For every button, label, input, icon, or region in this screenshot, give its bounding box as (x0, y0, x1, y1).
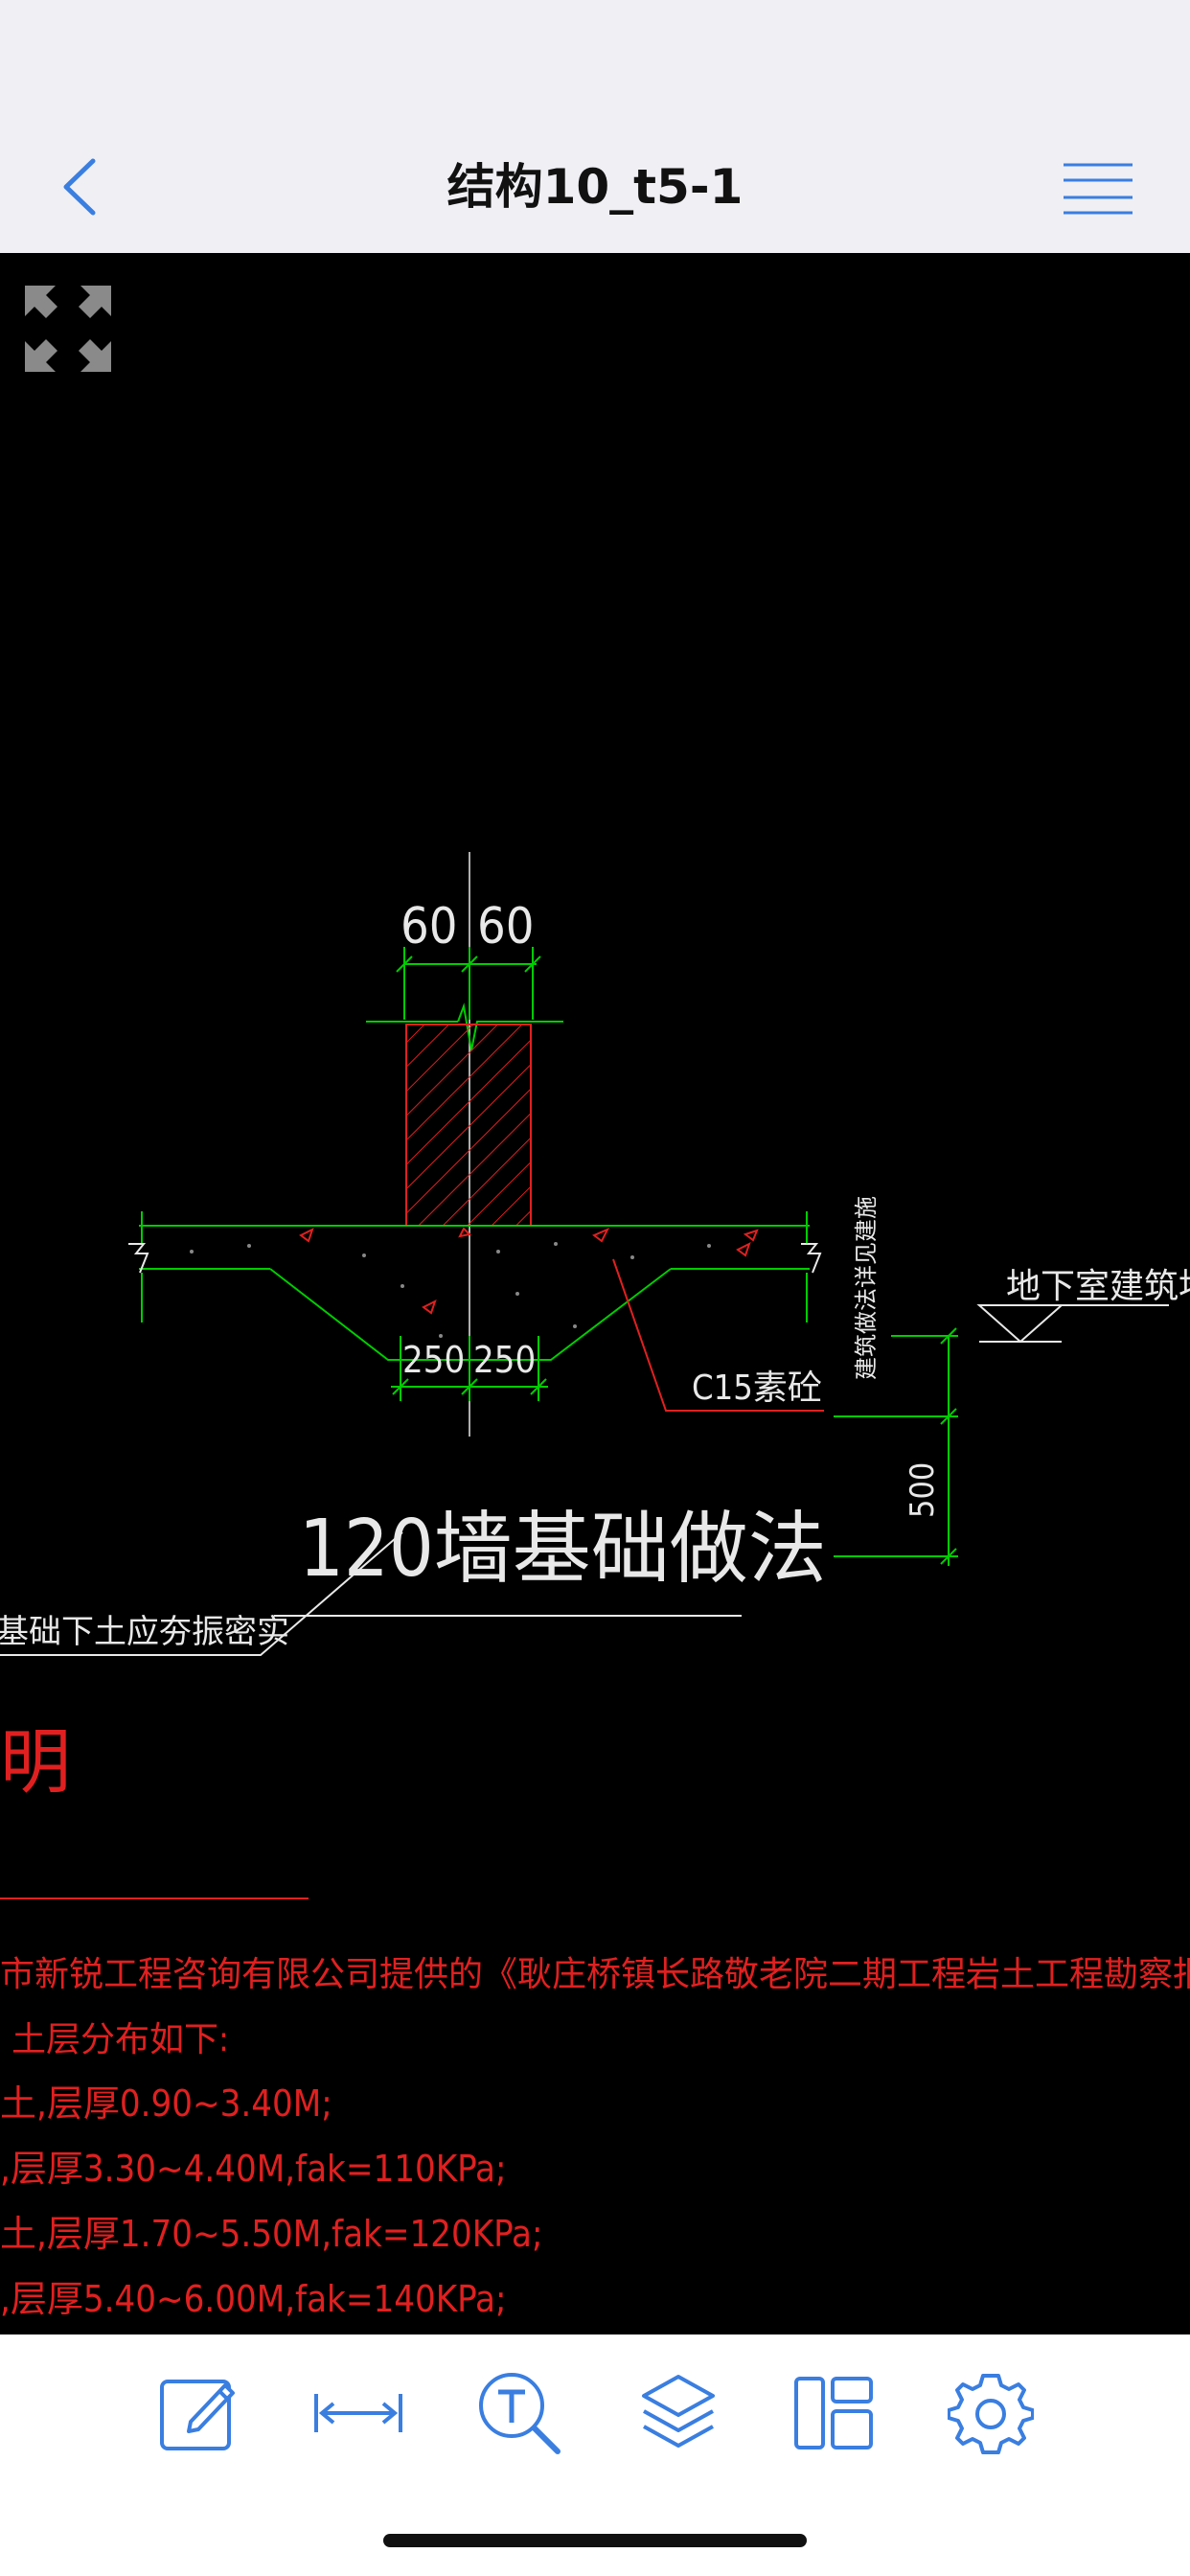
fullscreen-button[interactable] (21, 282, 115, 376)
chevron-left-icon (63, 158, 96, 216)
bottom-toolbar (0, 2334, 1190, 2576)
settings-gear-icon (948, 2374, 1034, 2454)
dim-text-height: 500 (904, 1462, 942, 1518)
notes-line-6: ,层厚5.40~6.00M,fak=140KPa; (0, 2278, 507, 2320)
notes-heading: 明 (0, 1721, 71, 1804)
layers-icon (642, 2375, 715, 2448)
back-button[interactable] (56, 153, 103, 220)
elevation-triangle (976, 1304, 1064, 1344)
text-search-icon (479, 2373, 561, 2454)
notes-line-2: 土层分布如下: (11, 2020, 229, 2059)
brick-wall-hatch (405, 1024, 532, 1227)
layout-icon (794, 2377, 873, 2450)
pencil-edit-icon (160, 2380, 235, 2450)
home-indicator (383, 2534, 807, 2547)
notes-line-4: ,层厚3.30~4.40M,fak=110KPa; (0, 2148, 507, 2190)
concrete-leader (612, 1258, 824, 1412)
measure-button[interactable] (312, 2367, 404, 2459)
cad-drawing: 60 60 (0, 852, 1190, 2320)
drawing-canvas[interactable]: 60 60 (0, 253, 1190, 2334)
measure-icon (314, 2394, 402, 2432)
label-soil: 基础下土应夯振密实 (0, 1613, 289, 1651)
layout-button[interactable] (788, 2367, 880, 2459)
hamburger-menu-icon (1064, 163, 1133, 215)
label-concrete: C15素砼 (692, 1368, 822, 1408)
text-search-button[interactable] (473, 2367, 565, 2459)
settings-button[interactable] (945, 2367, 1037, 2459)
expand-arrows-icon (25, 286, 111, 372)
notes-line-5: 土,层厚1.70~5.50M,fak=120KPa; (0, 2213, 543, 2255)
app-header: 结构10_t5-1 (0, 0, 1190, 254)
menu-button[interactable] (1062, 161, 1134, 217)
label-basement-floor: 地下室建筑地面 (1006, 1267, 1190, 1306)
page-title: 结构10_t5-1 (446, 159, 744, 215)
edit-button[interactable] (151, 2367, 243, 2459)
soil-leader (0, 1531, 403, 1656)
detail-title: 120墙基础做法 (299, 1504, 827, 1595)
dim-text-bottom-left: 250 (402, 1339, 465, 1381)
dim-text-top-right: 60 (477, 898, 535, 955)
notes-line-3: 土,层厚0.90~3.40M; (0, 2082, 332, 2125)
dim-text-top-left: 60 (400, 898, 458, 955)
dim-text-bottom-right: 250 (473, 1339, 536, 1381)
notes-line-1: 市新锐工程咨询有限公司提供的《耿庄桥镇长路敬老院二期工程岩土工程勘察报告》的描述 (0, 1955, 1190, 1994)
label-floor-finish: 建筑做法详见建施 (853, 1196, 880, 1380)
layers-button[interactable] (632, 2367, 724, 2459)
